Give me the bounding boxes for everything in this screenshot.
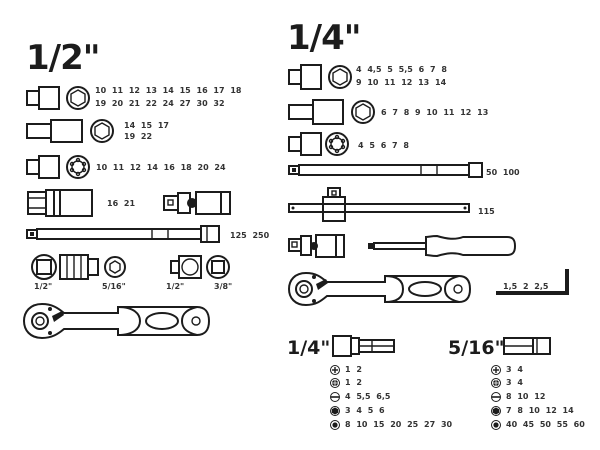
slotted-icon — [330, 391, 340, 402]
half-extension-sizes: 125 250 — [230, 231, 270, 240]
bit-row: 1 2 — [330, 376, 362, 389]
bits-five-sixteenth-title: 5/16" — [448, 337, 505, 359]
spark-plug-socket-icon — [27, 189, 93, 217]
deep-socket-side-icon — [26, 119, 83, 143]
quarter-hex-sizes-2: 9 10 11 12 13 14 — [356, 78, 447, 87]
screwdriver-handle-icon — [368, 234, 517, 258]
hex-icon — [491, 405, 501, 416]
adapter-right-icon — [170, 255, 230, 279]
hex-socket-icon — [328, 65, 352, 89]
quarter-deep-sizes: 6 7 8 9 10 11 12 13 — [381, 108, 489, 117]
half-hex-sizes-1: 10 11 12 13 14 15 16 17 18 — [95, 86, 242, 95]
bit-row: 3 4 5 6 — [330, 404, 385, 417]
bit-sizes: 3 4 — [506, 364, 523, 374]
socket-side-icon — [288, 64, 322, 90]
socket-side-icon — [26, 155, 60, 179]
bit-sizes: 8 10 12 — [506, 391, 546, 401]
bit-five-sixteenth-icon — [503, 337, 551, 355]
adapter-left-label-a: 1/2" — [34, 282, 53, 291]
quarter-inch-title: 1/4" — [287, 18, 361, 58]
half-deep-sizes-1: 14 15 17 — [124, 121, 169, 130]
hex-key-icon — [496, 269, 569, 295]
bit-quarter-icon — [332, 335, 395, 357]
bit-row: 3 4 — [491, 376, 523, 389]
slotted-icon — [491, 391, 501, 402]
ratchet-handle-icon — [22, 302, 211, 340]
universal-joint-icon — [288, 234, 345, 258]
spark-plug-sizes: 16 21 — [107, 199, 136, 208]
bit-sizes: 3 4 — [506, 377, 523, 387]
extension-bar-icon — [26, 225, 220, 243]
t-bar-icon — [288, 187, 470, 222]
ratchet-handle-icon — [287, 271, 472, 307]
adapter-right-label-a: 1/2" — [166, 282, 185, 291]
bit-row: 8 10 15 20 25 27 30 — [330, 418, 452, 431]
adapter-left-label-b: 5/16" — [102, 282, 126, 291]
half-torx-sizes: 10 11 12 14 16 18 20 24 — [96, 163, 226, 172]
hex-socket-icon — [351, 100, 375, 124]
bit-row: 40 45 50 55 60 — [491, 418, 585, 431]
bit-row: 4 5,5 6,5 — [330, 390, 390, 403]
torx-socket-icon — [325, 132, 349, 156]
bit-row: 1 2 — [330, 363, 362, 376]
hex-socket-icon — [90, 119, 114, 143]
half-deep-sizes-2: 19 22 — [124, 132, 153, 141]
half-hex-sizes-2: 19 20 21 22 24 27 30 32 — [95, 99, 225, 108]
hex-icon — [330, 405, 340, 416]
bit-sizes: 3 4 5 6 — [345, 405, 385, 415]
bit-row: 7 8 10 12 14 — [491, 404, 574, 417]
bit-sizes: 4 5,5 6,5 — [345, 391, 391, 401]
universal-joint-icon — [163, 191, 231, 215]
torx-icon — [330, 419, 340, 430]
adapter-left-icon — [31, 254, 126, 280]
bit-row: 8 10 12 — [491, 390, 545, 403]
torx-icon — [491, 419, 501, 430]
phillips-icon — [491, 364, 501, 375]
bit-sizes: 1 2 — [345, 364, 362, 374]
hex-key-sizes: 1,5 2 2,5 — [503, 282, 549, 291]
bit-row: 3 4 — [491, 363, 523, 376]
bit-sizes: 40 45 50 55 60 — [506, 419, 585, 429]
socket-side-icon — [26, 86, 60, 110]
pozidriv-icon — [491, 377, 501, 388]
bit-sizes: 7 8 10 12 14 — [506, 405, 574, 415]
bits-quarter-title: 1/4" — [287, 337, 331, 359]
phillips-icon — [330, 364, 340, 375]
hex-socket-icon — [66, 86, 90, 110]
extension-bar-icon — [288, 162, 483, 178]
adapter-right-label-b: 3/8" — [214, 282, 233, 291]
t-bar-size: 115 — [478, 207, 495, 216]
quarter-torx-sizes: 4 5 6 7 8 — [358, 141, 409, 150]
quarter-hex-sizes-1: 4 4,5 5 5,5 6 7 8 — [356, 65, 447, 74]
bit-sizes: 1 2 — [345, 377, 362, 387]
socket-side-icon — [288, 132, 322, 156]
half-inch-title: 1/2" — [26, 38, 100, 78]
torx-socket-icon — [66, 155, 90, 179]
quarter-extension-sizes: 50 100 — [486, 168, 520, 177]
deep-socket-side-icon — [288, 99, 344, 125]
pozidriv-icon — [330, 377, 340, 388]
bit-sizes: 8 10 15 20 25 27 30 — [345, 419, 453, 429]
